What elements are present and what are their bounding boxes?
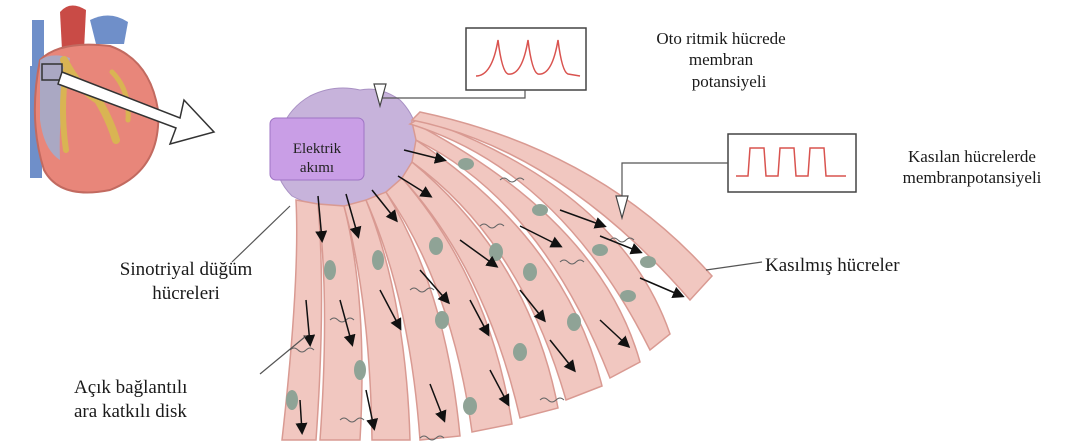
- kasilmis-leader: [706, 262, 762, 270]
- oto-ritmik-trace: [466, 28, 586, 90]
- label-sinotriyal: Sinotriyal düğüm hücreleri: [86, 258, 286, 306]
- sinotriyal-leader: [232, 206, 290, 262]
- label-kasilmis-text: Kasılmış hücreler: [765, 254, 945, 278]
- label-oto-line2: membran: [606, 49, 836, 70]
- label-acik: Açık bağlantılı ara katkılı disk: [74, 376, 244, 424]
- label-kasilmis: Kasılmış hücreler: [765, 254, 945, 278]
- oto-connector: [380, 90, 525, 102]
- kasilan-connector: [622, 163, 728, 200]
- label-acik-line1: Açık bağlantılı: [74, 376, 244, 400]
- label-oto-line3: potansiyeli: [606, 71, 836, 92]
- label-kasilan-line1: Kasılan hücrelerde: [862, 146, 1082, 167]
- label-kasilan-line2: membranpotansiyeli: [862, 167, 1082, 188]
- label-acik-line2: ara katkılı disk: [74, 400, 244, 424]
- label-elektrik-line1: Elektrik: [276, 140, 358, 159]
- label-oto-line1: Oto ritmik hücrede: [606, 28, 836, 49]
- label-kasilan: Kasılan hücrelerde membranpotansiyeli: [862, 146, 1082, 189]
- label-sino-line2: hücreleri: [86, 282, 286, 306]
- kasilan-trace: [728, 134, 856, 192]
- label-elektrik-akimi: Elektrik akımı: [276, 140, 358, 178]
- label-sino-line1: Sinotriyal düğüm: [86, 258, 286, 282]
- label-oto-ritmik: Oto ritmik hücrede membran potansiyeli: [606, 28, 836, 92]
- heart-illustration: [30, 5, 158, 192]
- label-elektrik-line2: akımı: [276, 159, 358, 178]
